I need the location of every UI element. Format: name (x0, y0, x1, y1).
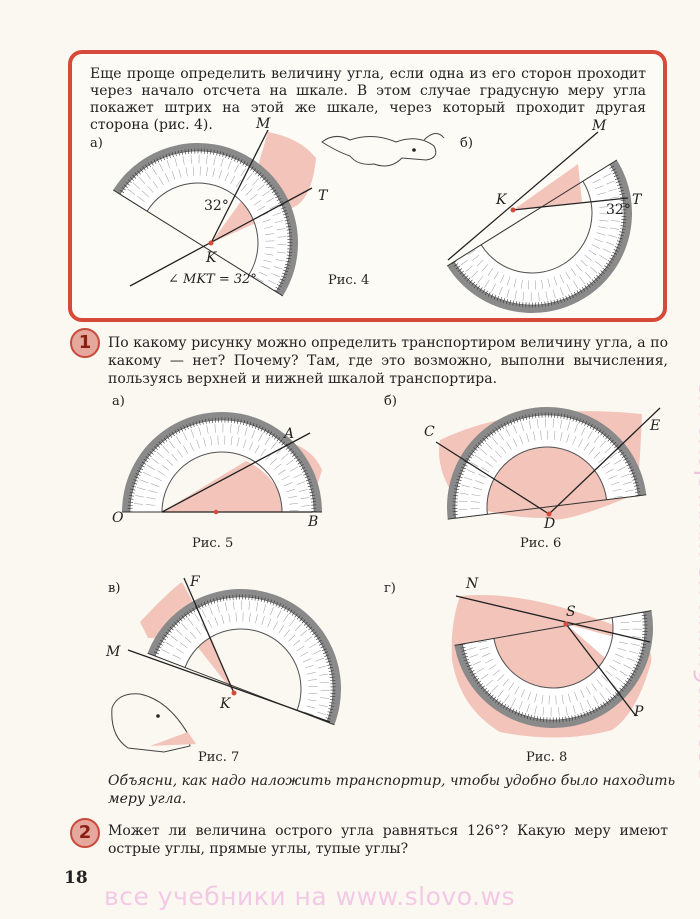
fig4b-K: K (496, 192, 507, 208)
fig4-label-b: б) (460, 136, 473, 151)
fig4-label-a: а) (90, 136, 103, 151)
fig4a-K: K (206, 250, 217, 266)
fig4a-M: M (256, 116, 271, 132)
task1-badge: 1 (70, 328, 100, 358)
page-number: 18 (64, 868, 88, 888)
fig6-label: б) (384, 394, 397, 409)
task1-text: По какому рисунку можно определить транс… (108, 335, 668, 387)
fig7-M: M (106, 644, 121, 660)
explain-text: Объясни, как надо наложить транспортир, … (108, 773, 676, 807)
fig5-O: O (112, 510, 124, 526)
task2-text: Может ли величина острого угла равняться… (108, 823, 668, 857)
fig4-caption: Рис. 4 (328, 273, 370, 288)
fig6-E: E (650, 418, 661, 434)
fig6-D: D (544, 516, 556, 532)
fig4a-T: T (318, 188, 328, 204)
task2-badge: 2 (70, 818, 100, 848)
fig7-caption: Рис. 7 (198, 750, 240, 765)
fig6-C: C (424, 424, 435, 440)
fig7-K: K (220, 696, 231, 712)
fig4b-T: T (632, 192, 642, 208)
fig8-label: г) (384, 581, 396, 596)
watermark-bottom: все учебники на www.slovo.ws (104, 882, 515, 911)
fig8-S: S (566, 604, 576, 620)
fig5-caption: Рис. 5 (192, 536, 234, 551)
fig5-A: A (284, 426, 295, 442)
fig5-label: а) (112, 394, 125, 409)
intro-text: Еще проще определить величину угла, если… (90, 66, 646, 133)
fig4-equation: ∠ MKT = 32° (168, 272, 257, 287)
watermark-side: все учебники на www.slovo.ws (690, 383, 700, 780)
fig4b-angle: 32° (606, 202, 631, 218)
fig4b-M: M (592, 118, 607, 134)
fig8-P: P (634, 704, 644, 720)
fig4a-angle: 32° (204, 198, 229, 214)
fig7-F: F (190, 574, 200, 590)
fig8-caption: Рис. 8 (526, 750, 568, 765)
fig6-caption: Рис. 6 (520, 536, 562, 551)
fig5-B: B (308, 514, 319, 530)
fig7-label: в) (108, 581, 121, 596)
fig8-N: N (466, 576, 479, 592)
